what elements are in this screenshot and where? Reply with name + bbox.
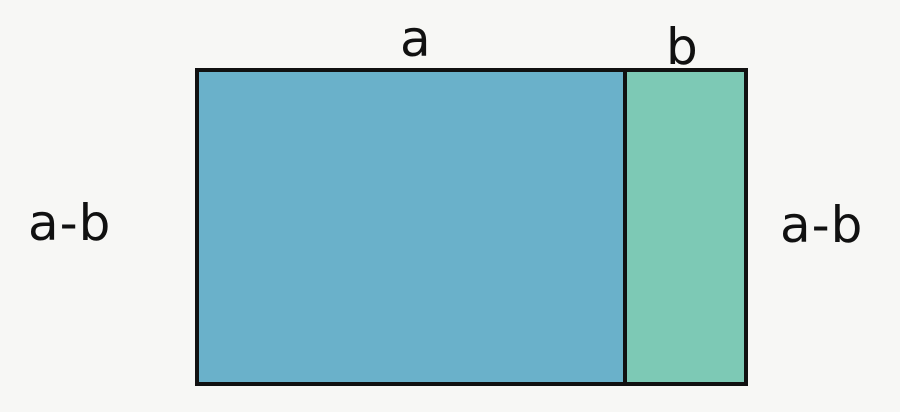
top-label-a: a (400, 10, 432, 68)
rectangle-a (197, 70, 625, 384)
right-side-label: a-b (780, 196, 864, 254)
top-label-b: b (666, 18, 699, 76)
rectangle-b (625, 70, 746, 384)
left-side-label: a-b (28, 194, 112, 252)
outer-outline (195, 68, 748, 386)
